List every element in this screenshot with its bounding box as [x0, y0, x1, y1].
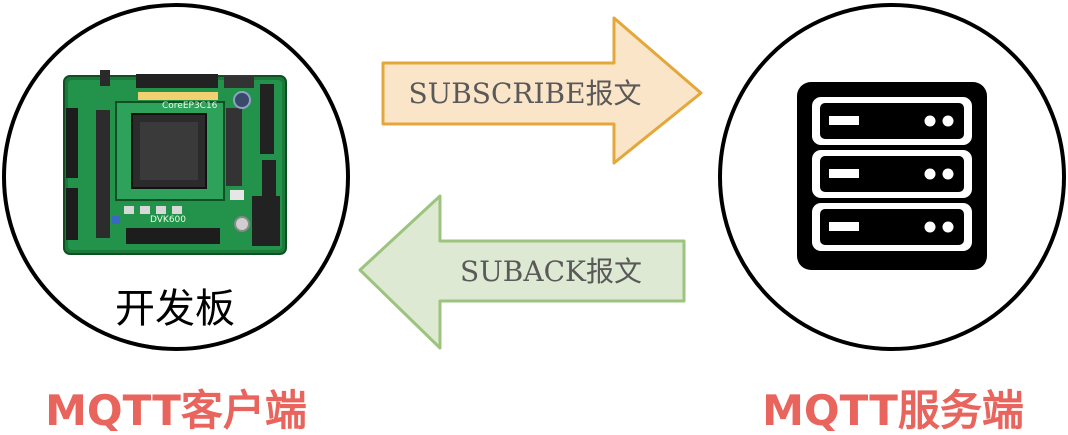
- client-node: CoreEP3C16 DVK600 开发板: [2, 3, 350, 351]
- suback-arrow-shape: [358, 194, 686, 350]
- suback-arrow: SUBACK报文: [358, 194, 686, 350]
- subscribe-arrow-shape: [381, 16, 703, 165]
- device-caption: 开发板: [115, 286, 235, 332]
- dev-board-image: CoreEP3C16 DVK600: [63, 70, 287, 255]
- server-title: MQTT服务端: [762, 386, 1024, 435]
- server-node: [718, 3, 1066, 351]
- board-chip-label: CoreEP3C16: [162, 101, 218, 111]
- suback-arrow-label: SUBACK报文: [460, 255, 642, 288]
- subscribe-arrow-label: SUBSCRIBE报文: [408, 77, 641, 110]
- board-model-label: DVK600: [150, 215, 186, 225]
- subscribe-arrow: SUBSCRIBE报文: [381, 16, 703, 165]
- server-rack-icon: [797, 82, 987, 270]
- client-title: MQTT客户端: [45, 386, 307, 435]
